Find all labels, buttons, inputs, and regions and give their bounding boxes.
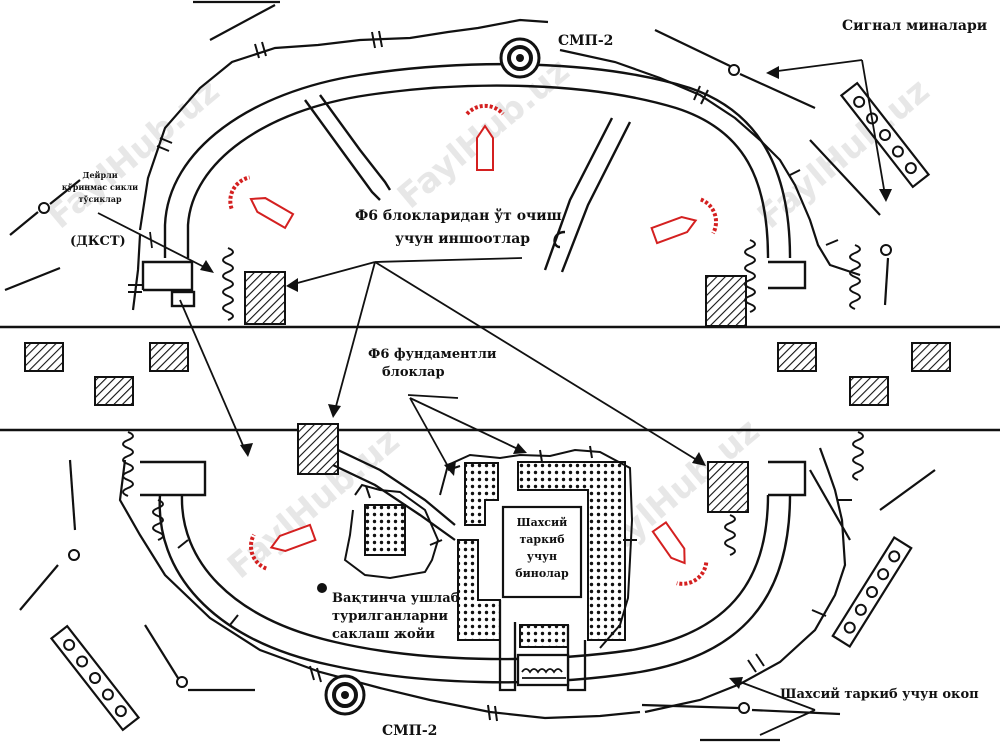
compound-walls — [332, 448, 587, 692]
personnel-building: Шахсий таркиб учун бинолар — [501, 505, 583, 599]
concertina-wire — [122, 239, 864, 556]
signal-mine-chain — [49, 624, 141, 732]
leader-lines — [97, 59, 886, 736]
f6-foundation-label-2: блоклар — [382, 365, 445, 380]
smp-2-top-icon — [499, 37, 541, 79]
f6-blocks — [24, 271, 951, 513]
signal-mine-markers — [38, 64, 892, 714]
detainee-area-label-3: саклаш жойи — [332, 627, 435, 642]
personnel-label-1: Шахсий — [517, 516, 568, 529]
f6-fire-label-2: учун иншоотлар — [395, 231, 530, 247]
dkst-label-2: кўринмас сикли — [62, 182, 138, 192]
signal-mine-chain — [839, 81, 931, 189]
personnel-label-2: таркиб — [519, 533, 564, 546]
smp-2-top-label: СМП-2 — [558, 33, 613, 49]
signal-mine-chain — [831, 535, 913, 649]
outer-perimeter-fence — [118, 18, 861, 720]
detainee-area-label-2: турилганларни — [332, 609, 448, 624]
firing-position-icons — [228, 103, 719, 586]
barb-ticks — [128, 30, 852, 722]
inner-trench-bottom — [158, 494, 792, 684]
emplacement-nests — [140, 260, 807, 497]
dkst-label-1: Дейрли — [82, 170, 117, 180]
personnel-label-3: учун — [527, 550, 557, 563]
smp-2-bottom-icon — [324, 674, 366, 716]
detainee-area-label-1: Вақтинча ушлаб — [332, 591, 460, 606]
arrow-heads — [200, 66, 892, 689]
trench-label: Шахсий таркиб учун окоп — [780, 687, 979, 702]
f6-fire-label-1: Ф6 блокларидан ўт очиш — [355, 207, 562, 224]
personnel-label-4: бинолар — [515, 567, 569, 580]
detainee-marker-dot — [317, 583, 327, 593]
watermark: FaylHub.uz — [40, 71, 227, 237]
f6-foundation-label-1: Ф6 фундаментли — [368, 347, 497, 362]
dkst-abbr-label: (ДКСТ) — [70, 234, 126, 249]
road — [0, 325, 1000, 432]
signal-mines-label: Сигнал миналари — [842, 18, 987, 34]
smp-2-bottom-label: СМП-2 — [382, 723, 437, 739]
trench-branches-top — [304, 94, 632, 273]
wire-segments — [4, 0, 936, 742]
dkst-label-3: тўсиклар — [78, 194, 121, 204]
f6-foundation-blocks — [364, 461, 626, 648]
